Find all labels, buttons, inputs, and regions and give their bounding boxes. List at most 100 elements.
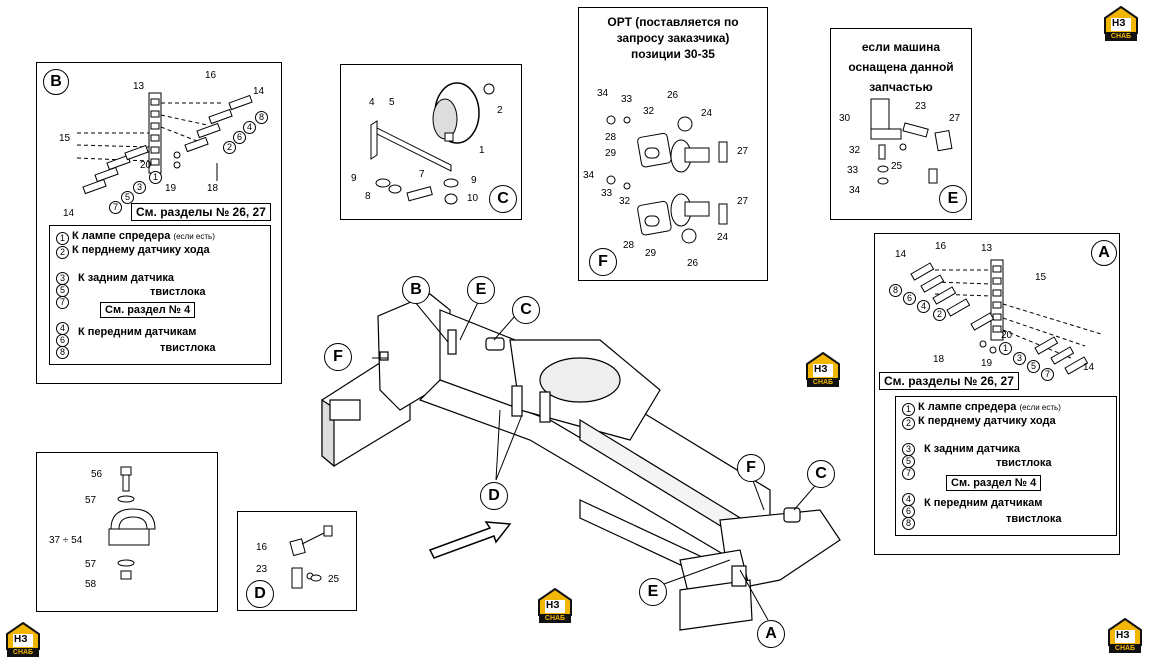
panel-a-circle: 1 xyxy=(999,342,1012,355)
main-label: C xyxy=(512,296,540,324)
legend-num: 8 xyxy=(902,517,915,530)
panel-f-callout: 33 xyxy=(601,188,613,199)
panel-clamp-drawing xyxy=(108,466,156,580)
panel-clamp: 56 57 37 ÷ 54 57 58 xyxy=(36,452,218,612)
panel-b-legend: 1 К лампе спредера (если есть) 2 К пердн… xyxy=(49,225,271,365)
panel-f-callout: 26 xyxy=(687,258,699,269)
legend-num: 2 xyxy=(56,246,69,259)
panel-e-drawing xyxy=(870,98,953,185)
main-label: F xyxy=(737,454,765,482)
panel-b-circle: 8 xyxy=(255,111,268,124)
main-label: E xyxy=(639,578,667,606)
panel-a-circle: 4 xyxy=(917,300,930,313)
panel-clamp-callout: 57 xyxy=(85,559,97,570)
brand-logo: НЗ СНАБ xyxy=(1108,618,1142,654)
legend-ref: См. раздел № 4 xyxy=(100,302,196,318)
panel-a-circle: 2 xyxy=(933,308,946,321)
panel-c-callout: 7 xyxy=(419,169,425,180)
panel-a-callout: 16 xyxy=(935,241,947,252)
panel-b-callout: 15 xyxy=(59,133,71,144)
logo-sub: СНАБ xyxy=(807,378,839,387)
legend-text: К перднему датчику хода xyxy=(72,244,210,256)
legend-num: 7 xyxy=(56,296,69,309)
panel-b: B 13 16 14 8 4 6 2 15 20 19 xyxy=(36,62,282,384)
legend-text: твистлока xyxy=(1006,513,1062,525)
panel-a-circle: 6 xyxy=(903,292,916,305)
panel-f-callout: 28 xyxy=(605,132,617,143)
panel-d-drawing xyxy=(289,525,333,589)
panel-c-callout: 9 xyxy=(471,175,477,186)
panel-a-legend: 1 К лампе спредера (если есть) 2 К пердн… xyxy=(895,396,1117,536)
panel-a-callout: 18 xyxy=(933,354,945,365)
panel-a-circle: 3 xyxy=(1013,352,1026,365)
panel-a-callout: 20 xyxy=(1001,330,1013,341)
logo-sub: СНАБ xyxy=(1109,644,1141,653)
panel-a-callout: 19 xyxy=(981,358,993,369)
panel-c-callout: 1 xyxy=(479,145,485,156)
panel-b-drawing xyxy=(76,92,253,195)
legend-num: 6 xyxy=(56,334,69,347)
panel-f-callout: 28 xyxy=(623,240,635,251)
panel-b-circle: 1 xyxy=(149,171,162,184)
logo-sub: СНАБ xyxy=(7,648,39,657)
panel-c-callout: 5 xyxy=(389,97,395,108)
panel-e-callout: 33 xyxy=(847,165,859,176)
legend-text: твистлока xyxy=(996,457,1052,469)
panel-a-callout: 14 xyxy=(895,249,907,260)
panel-f-callout: 26 xyxy=(667,90,679,101)
panel-c: 4 5 1 2 9 8 7 9 10 C xyxy=(340,64,522,220)
brand-logo: НЗ СНАБ xyxy=(806,352,840,388)
panel-e: если машина оснащена данной запчастью 30… xyxy=(830,28,972,220)
panel-b-callout: 13 xyxy=(133,81,145,92)
legend-ref: См. раздел № 4 xyxy=(946,475,1042,491)
logo-text: НЗ xyxy=(1112,18,1126,29)
panel-b-circle: 3 xyxy=(133,181,146,194)
brand-logo: НЗ СНАБ xyxy=(538,588,572,624)
panel-e-title: если машина оснащена данной запчастью xyxy=(848,40,954,94)
panel-d-letter: D xyxy=(246,580,274,608)
legend-text: К перднему датчику хода xyxy=(918,415,1056,427)
logo-sub: СНАБ xyxy=(1105,32,1137,41)
legend-text: К задним датчика xyxy=(924,443,1021,455)
main-label: F xyxy=(324,343,352,371)
panel-f-callout: 27 xyxy=(737,146,749,157)
panel-c-letter: C xyxy=(489,185,517,213)
panel-b-circle: 4 xyxy=(243,121,256,134)
legend-num: 1 xyxy=(56,232,69,245)
logo-text: НЗ xyxy=(546,600,560,611)
legend-num: 8 xyxy=(56,346,69,359)
logo-text: НЗ xyxy=(14,634,28,645)
logo-text: НЗ xyxy=(1116,630,1130,641)
legend-text: К передним датчикам xyxy=(924,497,1043,509)
house-icon xyxy=(1108,618,1142,646)
panel-c-callout: 8 xyxy=(365,191,371,202)
panel-b-callout: 14 xyxy=(63,208,75,219)
legend-text: твистлока xyxy=(160,342,216,354)
house-icon xyxy=(806,352,840,380)
panel-a-callout: 15 xyxy=(1035,272,1047,283)
panel-f: ОРТ (поставляется по запросу заказчика) … xyxy=(578,7,768,281)
panel-f-callout: 32 xyxy=(619,196,631,207)
legend-text: твистлока xyxy=(150,286,206,298)
legend-num: 2 xyxy=(902,417,915,430)
legend-text: К лампе спредера (если есть) xyxy=(918,401,1061,413)
main-label: D xyxy=(480,482,508,510)
logo-text: НЗ xyxy=(814,364,828,375)
panel-d-callout: 16 xyxy=(256,542,268,553)
legend-text: К задним датчика xyxy=(78,272,175,284)
panel-a-circle: 8 xyxy=(889,284,902,297)
panel-e-callout: 25 xyxy=(891,161,903,172)
legend-text: К лампе спредера (если есть) xyxy=(72,230,215,242)
panel-clamp-callout: 58 xyxy=(85,579,97,590)
panel-a-circle: 5 xyxy=(1027,360,1040,373)
legend-num: 7 xyxy=(902,467,915,480)
panel-clamp-callout: 56 xyxy=(91,469,103,480)
panel-f-callout: 29 xyxy=(605,148,617,159)
main-label: E xyxy=(467,276,495,304)
brand-logo: НЗ СНАБ xyxy=(6,622,40,658)
panel-b-circle: 2 xyxy=(223,141,236,154)
panel-f-callout: 29 xyxy=(645,248,657,259)
panel-b-callout: 19 xyxy=(165,183,177,194)
panel-f-callout: 24 xyxy=(701,108,713,119)
panel-b-letter: B xyxy=(43,69,69,95)
